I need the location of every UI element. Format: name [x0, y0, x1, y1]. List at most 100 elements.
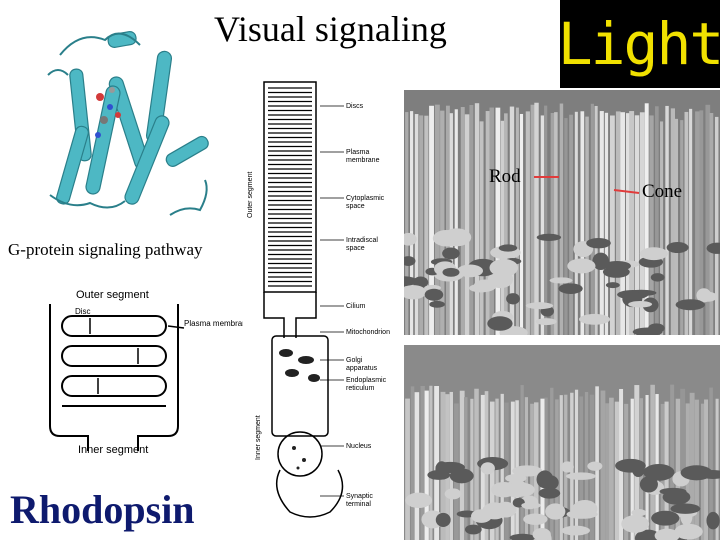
sem-blob — [639, 476, 658, 493]
sem-fiber — [420, 386, 425, 540]
sem-fiber — [699, 110, 704, 335]
sem-fiber — [550, 387, 554, 540]
sem-fiber — [544, 105, 548, 335]
sem-blob — [561, 461, 574, 473]
sem-blob — [587, 461, 603, 471]
sem-blob — [631, 509, 647, 517]
sem-blob — [424, 288, 444, 301]
sem-fiber — [520, 385, 524, 540]
sem-fiber — [629, 111, 635, 336]
sem-fiber — [649, 115, 654, 335]
sem-fiber — [500, 120, 506, 335]
sem-fiber — [709, 387, 713, 540]
sem-fiber — [515, 107, 519, 335]
sem-fiber — [544, 397, 548, 540]
sem-blob — [572, 500, 598, 518]
sem-blob — [654, 528, 680, 543]
sem-fiber — [540, 398, 546, 540]
rhodopsin-structure-image — [47, 31, 209, 216]
sem-blob — [489, 258, 519, 277]
sem-blob — [506, 293, 520, 305]
sem-fiber — [424, 390, 429, 540]
light-label: Light — [557, 10, 720, 78]
sem-blob — [662, 489, 691, 505]
sem-fiber — [655, 106, 659, 335]
sem-blob — [561, 525, 590, 536]
rod-outer-label: Outer segment — [247, 172, 254, 218]
sem-blob — [567, 258, 596, 274]
sem-fiber — [429, 385, 433, 540]
sem-fiber — [429, 105, 434, 335]
sem-fiber — [670, 384, 675, 540]
sem-blob — [523, 513, 548, 525]
sem-blob — [429, 300, 445, 308]
sem-blob — [639, 247, 668, 261]
disc-inner-label: Inner segment — [78, 444, 148, 456]
sem-fiber — [574, 111, 578, 335]
sem-fiber — [684, 111, 689, 335]
sem-blob — [643, 464, 675, 481]
sem-fiber — [434, 386, 440, 540]
sem-fiber — [525, 111, 530, 335]
sem-blob — [456, 264, 484, 278]
sem-blob — [498, 244, 518, 252]
sem-blob — [706, 511, 720, 530]
sem-blob — [605, 282, 620, 289]
sem-fiber — [609, 397, 614, 540]
sem-fiber — [519, 113, 524, 335]
rod-label: Rod — [489, 166, 521, 187]
sem-fiber — [680, 120, 684, 335]
sem-fiber — [530, 104, 536, 335]
sem-blob — [510, 482, 535, 497]
sem-blob — [400, 232, 417, 246]
sem-blob — [400, 285, 427, 300]
sem-blob — [651, 510, 680, 526]
sem-fiber — [495, 107, 501, 335]
sem-blob — [536, 233, 562, 241]
sem-blob — [405, 492, 433, 508]
sem-fiber — [574, 389, 579, 540]
sem-blob — [487, 316, 513, 331]
sem-blob — [579, 313, 611, 325]
sem-blob — [536, 470, 554, 489]
sem-fiber — [460, 107, 465, 335]
sem-blob — [505, 474, 527, 483]
disc-label: Disc — [75, 307, 91, 316]
sem-blob — [538, 487, 561, 499]
cone-label: Cone — [642, 181, 682, 202]
sem-fiber — [559, 103, 564, 335]
sem-fiber — [410, 386, 415, 540]
sem-blob — [491, 481, 517, 498]
sem-photo-top: Rod Cone — [390, 90, 720, 340]
sem-fiber — [454, 109, 458, 335]
sem-blob — [521, 502, 541, 509]
sem-fiber — [599, 111, 604, 336]
sem-blob — [432, 230, 460, 247]
sem-fiber — [414, 114, 419, 335]
sem-blob — [586, 237, 611, 249]
sem-photo-bottom — [404, 345, 720, 545]
sem-blob — [628, 301, 653, 308]
sem-fiber — [464, 397, 468, 540]
sem-fiber — [604, 112, 609, 335]
sem-blob — [413, 276, 429, 289]
sem-blob — [549, 277, 573, 284]
sem-fiber — [625, 113, 631, 335]
rhodopsin-caption: Rhodopsin — [10, 487, 195, 532]
sem-fiber — [580, 111, 585, 335]
sem-fiber — [605, 403, 610, 540]
sem-blob — [444, 488, 462, 500]
rod-part-label: Cilium — [346, 303, 366, 310]
rod-part-label: Nucleus — [346, 443, 372, 450]
sem-fiber — [504, 113, 508, 335]
sem-blob — [632, 462, 645, 478]
sem-fiber — [474, 103, 480, 335]
sem-fiber — [695, 111, 700, 335]
disc-diagram: Outer segment Disc Plasma membrane Inner… — [49, 289, 243, 456]
disc-outer-label: Outer segment — [76, 289, 149, 301]
sem-fiber — [555, 399, 559, 540]
sem-blob — [674, 523, 703, 540]
sem-blob — [670, 503, 701, 514]
